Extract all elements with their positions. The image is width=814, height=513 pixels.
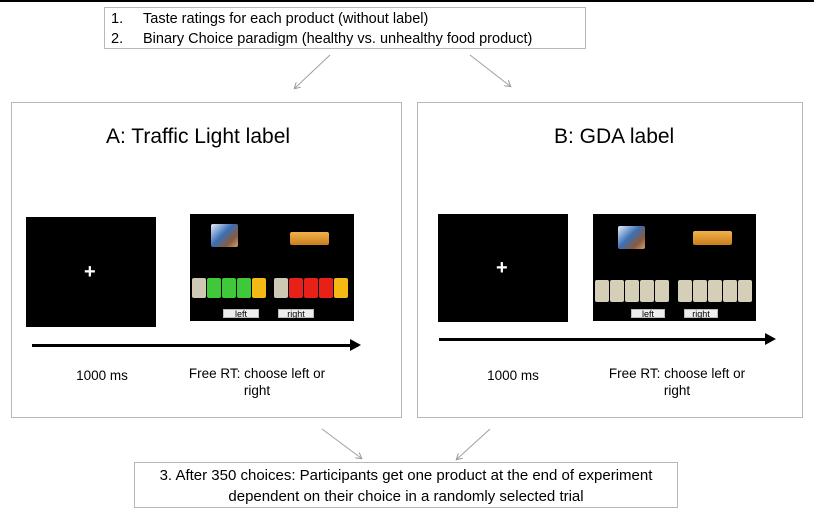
fixation-cross: + xyxy=(84,261,96,283)
panel-gda: B: GDA label + left right 1000 ms Free R… xyxy=(417,102,803,418)
tl-left-cell xyxy=(252,278,266,298)
steps-box: 1. Taste ratings for each product (witho… xyxy=(104,7,586,49)
arrow-top-to-a xyxy=(295,54,331,88)
left-choice-button[interactable]: left xyxy=(223,309,259,319)
product-image-right xyxy=(290,232,329,245)
arrow-top-to-b xyxy=(469,54,510,86)
arrow-b-to-bottom xyxy=(457,428,491,459)
choice-screen: left right xyxy=(190,214,354,321)
fixation-cross: + xyxy=(496,257,508,279)
gda-right-cell xyxy=(723,280,737,302)
right-choice-button[interactable]: right xyxy=(684,309,718,319)
product-image-right xyxy=(693,231,732,245)
tl-left-cell xyxy=(237,278,251,298)
step-2: 2. Binary Choice paradigm (healthy vs. u… xyxy=(111,29,585,49)
gda-right-cell xyxy=(693,280,707,302)
gda-right-cell xyxy=(708,280,722,302)
tl-right-cell xyxy=(304,278,318,298)
tl-left-cell xyxy=(207,278,221,298)
gda-left-cell xyxy=(655,280,669,302)
product-image-left xyxy=(618,226,645,249)
choice-screen: left right xyxy=(593,214,756,321)
tl-right-cell xyxy=(319,278,333,298)
tl-left-cell xyxy=(222,278,236,298)
traffic-label-left xyxy=(192,278,267,298)
step-1: 1. Taste ratings for each product (witho… xyxy=(111,9,585,29)
gda-left-cell xyxy=(610,280,624,302)
gda-label-right xyxy=(678,280,753,302)
final-step-box: 3. After 350 choices: Participants get o… xyxy=(134,462,678,508)
gda-left-cell xyxy=(625,280,639,302)
gda-label-left xyxy=(595,280,670,302)
gda-left-cell xyxy=(640,280,654,302)
panel-a-title: A: Traffic Light label xyxy=(106,125,291,148)
panel-traffic-light: A: Traffic Light label + left right 1000… xyxy=(11,102,402,418)
fixation-screen: + xyxy=(438,214,568,322)
time-fixation: 1000 ms xyxy=(487,368,539,383)
step-1-text: Taste ratings for each product (without … xyxy=(143,11,429,27)
time-choice: Free RT: choose left or right xyxy=(188,366,326,398)
timeline-arrow-line xyxy=(32,344,358,347)
time-fixation: 1000 ms xyxy=(76,368,128,383)
fixation-screen: + xyxy=(26,217,156,327)
gda-right-cell xyxy=(678,280,692,302)
top-border xyxy=(0,0,814,2)
tl-right-cell xyxy=(334,278,348,298)
panel-b-title: B: GDA label xyxy=(554,125,675,148)
final-step-text: 3. After 350 choices: Participants get o… xyxy=(159,467,653,505)
step-1-number: 1. xyxy=(111,11,124,27)
step-2-text: Binary Choice paradigm (healthy vs. unhe… xyxy=(143,31,533,47)
left-choice-button[interactable]: left xyxy=(631,309,665,319)
product-image-left xyxy=(211,224,238,247)
timeline-arrow-line xyxy=(439,338,772,341)
time-choice: Free RT: choose left or right xyxy=(608,366,746,398)
tl-left-cell xyxy=(192,278,206,298)
step-2-number: 2. xyxy=(111,31,124,47)
tl-right-cell xyxy=(289,278,303,298)
timeline-arrow-head xyxy=(765,333,776,345)
tl-right-cell xyxy=(274,278,288,298)
gda-right-cell xyxy=(738,280,752,302)
arrow-a-to-bottom xyxy=(321,428,361,458)
gda-left-cell xyxy=(595,280,609,302)
traffic-label-right xyxy=(274,278,349,298)
timeline-arrow-head xyxy=(350,339,361,351)
right-choice-button[interactable]: right xyxy=(278,309,314,319)
